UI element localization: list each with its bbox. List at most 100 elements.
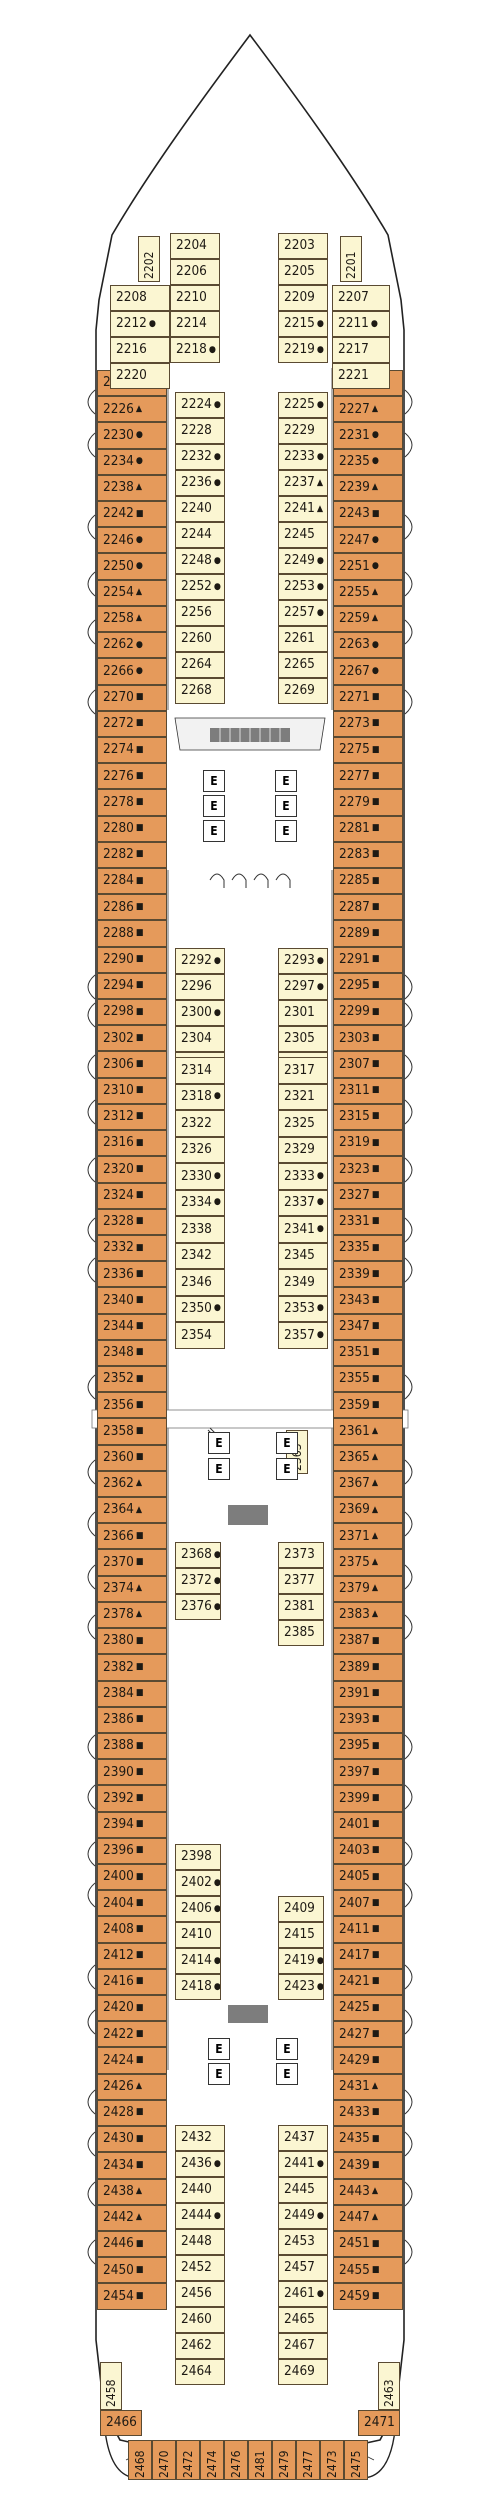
cabin-2314[interactable]: 2314 bbox=[175, 1057, 225, 1084]
cabin-2303[interactable]: 2303■ bbox=[333, 1025, 403, 1052]
cabin-2210[interactable]: 2210 bbox=[170, 285, 220, 311]
cabin-2426[interactable]: 2426▲ bbox=[97, 2073, 167, 2100]
cabin-2375[interactable]: 2375▲ bbox=[333, 1549, 403, 1576]
cabin-2220[interactable]: 2220 bbox=[110, 363, 170, 389]
cabin-2325[interactable]: 2325 bbox=[278, 1110, 328, 1137]
cabin-2456[interactable]: 2456 bbox=[175, 2281, 225, 2307]
cabin-2204[interactable]: 2204 bbox=[170, 233, 220, 259]
cabin-2247[interactable]: 2247● bbox=[333, 527, 403, 554]
cabin-2360[interactable]: 2360■ bbox=[97, 1444, 167, 1471]
cabin-2252[interactable]: 2252● bbox=[175, 574, 225, 600]
cabin-2406[interactable]: 2406● bbox=[175, 1896, 221, 1922]
cabin-2464[interactable]: 2464 bbox=[175, 2359, 225, 2385]
cabin-2208[interactable]: 2208 bbox=[110, 285, 170, 311]
cabin-2323[interactable]: 2323■ bbox=[333, 1156, 403, 1183]
cabin-2332[interactable]: 2332■ bbox=[97, 1234, 167, 1262]
cabin-2403[interactable]: 2403■ bbox=[333, 1837, 403, 1864]
cabin-2439[interactable]: 2439■ bbox=[333, 2152, 403, 2179]
cabin-2310[interactable]: 2310■ bbox=[97, 1077, 167, 1104]
cabin-2377[interactable]: 2377 bbox=[278, 1568, 324, 1594]
cabin-2432[interactable]: 2432 bbox=[175, 2125, 225, 2151]
cabin-2372[interactable]: 2372● bbox=[175, 1568, 221, 1594]
cabin-2300[interactable]: 2300● bbox=[175, 1000, 225, 1026]
cabin-2340[interactable]: 2340■ bbox=[97, 1287, 167, 1314]
cabin-2278[interactable]: 2278■ bbox=[97, 789, 167, 816]
cabin-2307[interactable]: 2307■ bbox=[333, 1051, 403, 1078]
cabin-2374[interactable]: 2374▲ bbox=[97, 1575, 167, 1602]
cabin-2362[interactable]: 2362▲ bbox=[97, 1470, 167, 1498]
cabin-2256[interactable]: 2256 bbox=[175, 600, 225, 626]
cabin-2258[interactable]: 2258▲ bbox=[97, 605, 167, 633]
cabin-2202[interactable]: 2202 bbox=[138, 236, 160, 282]
cabin-2251[interactable]: 2251● bbox=[333, 553, 403, 580]
cabin-2304[interactable]: 2304 bbox=[175, 1026, 225, 1052]
cabin-2428[interactable]: 2428■ bbox=[97, 2099, 167, 2127]
cabin-2230[interactable]: 2230● bbox=[97, 422, 167, 449]
cabin-2393[interactable]: 2393■ bbox=[333, 1706, 403, 1733]
cabin-2370[interactable]: 2370■ bbox=[97, 1549, 167, 1576]
cabin-2401[interactable]: 2401■ bbox=[333, 1811, 403, 1838]
cabin-2292[interactable]: 2292● bbox=[175, 948, 225, 974]
cabin-2268[interactable]: 2268 bbox=[175, 678, 225, 704]
cabin-2371[interactable]: 2371▲ bbox=[333, 1523, 403, 1550]
cabin-2354[interactable]: 2354 bbox=[175, 1322, 225, 1349]
cabin-2249[interactable]: 2249● bbox=[278, 548, 328, 574]
cabin-2327[interactable]: 2327■ bbox=[333, 1182, 403, 1209]
cabin-2355[interactable]: 2355■ bbox=[333, 1366, 403, 1393]
cabin-2255[interactable]: 2255▲ bbox=[333, 579, 403, 606]
cabin-2253[interactable]: 2253● bbox=[278, 574, 328, 600]
cabin-2339[interactable]: 2339■ bbox=[333, 1261, 403, 1288]
cabin-2286[interactable]: 2286■ bbox=[97, 894, 167, 921]
cabin-2341[interactable]: 2341● bbox=[278, 1216, 328, 1243]
cabin-2330[interactable]: 2330● bbox=[175, 1163, 225, 1190]
cabin-2388[interactable]: 2388■ bbox=[97, 1732, 167, 1760]
cabin-2293[interactable]: 2293● bbox=[278, 948, 328, 974]
cabin-2455[interactable]: 2455■ bbox=[333, 2257, 403, 2284]
cabin-2365[interactable]: 2365▲ bbox=[333, 1444, 403, 1471]
cabin-2311[interactable]: 2311■ bbox=[333, 1077, 403, 1104]
cabin-2462[interactable]: 2462 bbox=[175, 2333, 225, 2359]
cabin-2448[interactable]: 2448 bbox=[175, 2229, 225, 2255]
cabin-2421[interactable]: 2421■ bbox=[333, 1968, 403, 1996]
cabin-2384[interactable]: 2384■ bbox=[97, 1680, 167, 1707]
cabin-2298[interactable]: 2298■ bbox=[97, 999, 167, 1026]
cabin-2356[interactable]: 2356■ bbox=[97, 1392, 167, 1419]
cabin-2289[interactable]: 2289■ bbox=[333, 920, 403, 947]
cabin-2400[interactable]: 2400■ bbox=[97, 1864, 167, 1891]
cabin-2271[interactable]: 2271■ bbox=[333, 684, 403, 711]
cabin-2295[interactable]: 2295■ bbox=[333, 972, 403, 1000]
cabin-2248[interactable]: 2248● bbox=[175, 548, 225, 574]
cabin-2378[interactable]: 2378▲ bbox=[97, 1601, 167, 1629]
cabin-2459[interactable]: 2459■ bbox=[333, 2283, 403, 2310]
cabin-2294[interactable]: 2294■ bbox=[97, 972, 167, 1000]
cabin-2431[interactable]: 2431▲ bbox=[333, 2073, 403, 2100]
cabin-2322[interactable]: 2322 bbox=[175, 1110, 225, 1137]
cabin-2422[interactable]: 2422■ bbox=[97, 2021, 167, 2048]
cabin-2263[interactable]: 2263● bbox=[333, 632, 403, 659]
cabin-2205[interactable]: 2205 bbox=[278, 259, 328, 285]
cabin-2435[interactable]: 2435■ bbox=[333, 2126, 403, 2153]
cabin-2405[interactable]: 2405■ bbox=[333, 1864, 403, 1891]
cabin-2224[interactable]: 2224● bbox=[175, 392, 225, 418]
cabin-2320[interactable]: 2320■ bbox=[97, 1156, 167, 1183]
cabin-2254[interactable]: 2254▲ bbox=[97, 579, 167, 606]
cabin-2398[interactable]: 2398 bbox=[175, 1844, 221, 1870]
cabin-2433[interactable]: 2433■ bbox=[333, 2099, 403, 2127]
cabin-2334[interactable]: 2334● bbox=[175, 1189, 225, 1216]
cabin-2461[interactable]: 2461● bbox=[278, 2281, 328, 2307]
cabin-2407[interactable]: 2407■ bbox=[333, 1890, 403, 1917]
cabin-2338[interactable]: 2338 bbox=[175, 1216, 225, 1243]
cabin-2465[interactable]: 2465 bbox=[278, 2307, 328, 2333]
cabin-2470[interactable]: 2470 bbox=[152, 2440, 176, 2480]
cabin-2265[interactable]: 2265 bbox=[278, 652, 328, 678]
cabin-2368[interactable]: 2368● bbox=[175, 1542, 221, 1568]
cabin-2390[interactable]: 2390■ bbox=[97, 1759, 167, 1786]
cabin-2348[interactable]: 2348■ bbox=[97, 1339, 167, 1366]
cabin-2234[interactable]: 2234● bbox=[97, 448, 167, 475]
cabin-2246[interactable]: 2246● bbox=[97, 527, 167, 554]
cabin-2460[interactable]: 2460 bbox=[175, 2307, 225, 2333]
cabin-2229[interactable]: 2229 bbox=[278, 418, 328, 444]
cabin-2427[interactable]: 2427■ bbox=[333, 2021, 403, 2048]
cabin-2262[interactable]: 2262● bbox=[97, 632, 167, 659]
cabin-2394[interactable]: 2394■ bbox=[97, 1811, 167, 1838]
